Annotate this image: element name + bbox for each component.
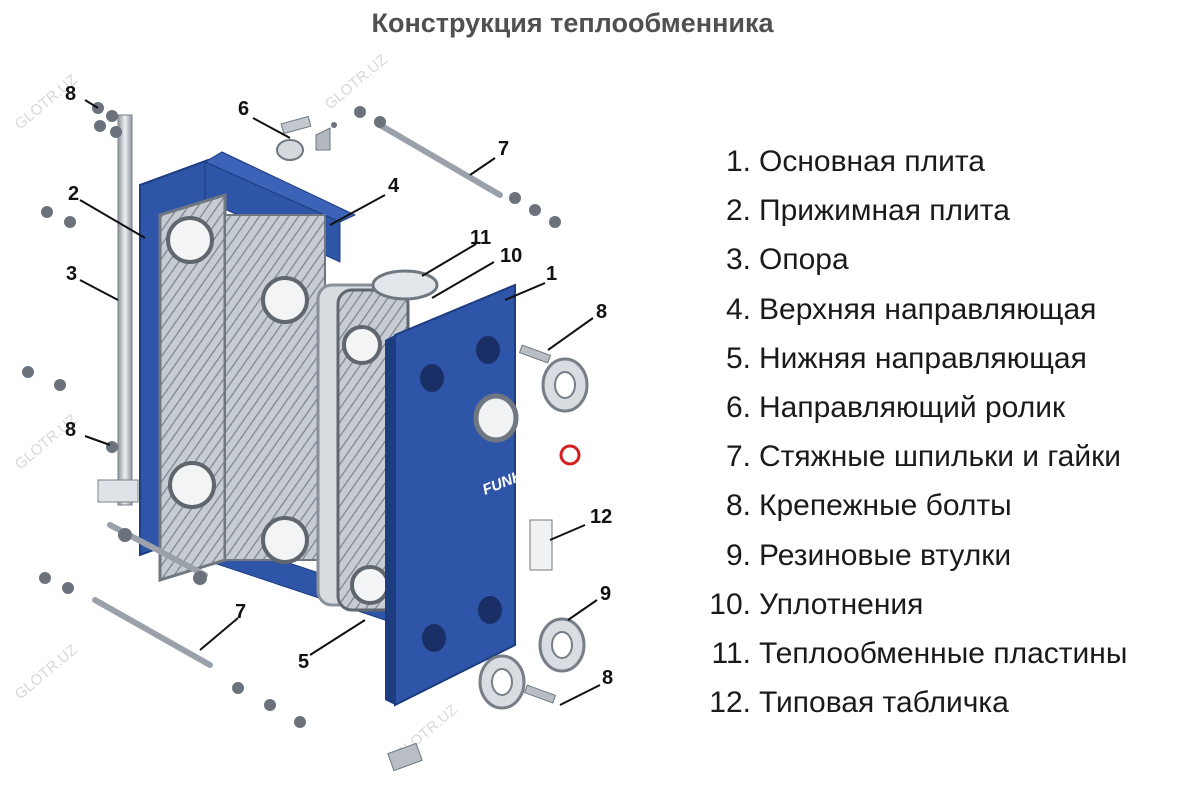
watermark-text: GLOTR.UZ	[12, 641, 81, 703]
callout-5: 5	[298, 651, 309, 673]
legend-item: 7.Стяжные шпильки и гайки	[695, 435, 1195, 484]
support-column	[97, 114, 139, 506]
callout-4: 4	[388, 175, 400, 197]
leader-lines	[79, 99, 601, 706]
guide-roller	[276, 115, 337, 161]
legend-item: 2.Прижимная плита	[695, 189, 1195, 238]
heat-exchanger-illustration: GLOTR.UZ GLOTR.UZ GLOTR.UZ GLOTR.UZ GLOT…	[12, 51, 613, 772]
legend-item-text: Уплотнения	[759, 587, 924, 621]
legend-item-text: Верхняя направляющая	[759, 292, 1097, 326]
legend-item: 5.Нижняя направляющая	[695, 337, 1195, 386]
legend-item-number: 4.	[725, 292, 751, 326]
callout-3: 3	[66, 263, 77, 285]
callout-7-bottom: 7	[235, 601, 246, 623]
callout-1: 1	[546, 263, 557, 285]
legend-item: 1.Основная плита	[695, 140, 1195, 189]
diagram-title: Конструкция теплообменника	[371, 8, 774, 38]
legend-item-text: Резиновые втулки	[759, 538, 1012, 572]
callout-11: 11	[470, 227, 491, 249]
callout-10: 10	[500, 245, 522, 267]
legend-item-number: 10.	[709, 587, 751, 621]
legend-item-text: Направляющий ролик	[759, 390, 1066, 424]
callout-2: 2	[68, 183, 79, 205]
nuts	[22, 106, 561, 728]
legend-item-number: 1.	[725, 145, 751, 178]
legend-item-number: 6.	[725, 390, 751, 424]
callout-8-right: 8	[596, 301, 607, 323]
callout-7-top: 7	[498, 138, 509, 160]
plate-pack-rear	[158, 192, 326, 583]
legend-item: 3.Опора	[695, 238, 1195, 287]
callout-8-bottom-right: 8	[602, 667, 613, 689]
legend-item-text: Нижняя направляющая	[759, 341, 1087, 375]
legend-item-number: 11.	[711, 636, 751, 670]
callout-8-top-left: 8	[65, 83, 76, 105]
brand-logo-icon	[559, 444, 581, 466]
frame-plate: FUNKE	[385, 283, 581, 707]
legend-item-number: 3.	[725, 243, 751, 277]
legend-item: 12.Типовая табличка	[695, 681, 1195, 730]
callout-9: 9	[600, 583, 611, 605]
legend-item: 10.Уплотнения	[695, 583, 1195, 632]
legend-item-text: Стяжные шпильки и гайки	[759, 440, 1121, 474]
legend-item-text: Основная плита	[759, 145, 985, 178]
rubber-bushings	[387, 344, 589, 772]
legend-item: 8.Крепежные болты	[695, 484, 1195, 533]
legend-item: 4.Верхняя направляющая	[695, 288, 1195, 337]
callout-8-left: 8	[65, 419, 76, 441]
legend-item-text: Типовая табличка	[759, 686, 1009, 720]
watermark-text: GLOTR.UZ	[322, 51, 391, 113]
legend-item-text: Прижимная плита	[759, 194, 1010, 228]
legend-item-number: 12.	[709, 686, 751, 720]
callout-6: 6	[238, 98, 249, 120]
legend-item: 6.Направляющий ролик	[695, 386, 1195, 435]
callout-labels: 2 3 4 5 6 7 7 8 8 8 8 9 10 11 1 12	[65, 83, 613, 689]
callout-12: 12	[590, 506, 612, 528]
legend-item-text: Опора	[759, 243, 849, 277]
legend-item-number: 2.	[725, 194, 751, 228]
legend-item: 9.Резиновые втулки	[695, 534, 1195, 583]
legend-item-text: Теплообменные пластины	[759, 636, 1128, 670]
legend-item-number: 5.	[725, 341, 751, 375]
legend-item: 11.Теплообменные пластины	[695, 632, 1195, 681]
legend-item-number: 7.	[725, 440, 751, 474]
legend-item-number: 8.	[725, 489, 751, 523]
parts-legend: 1.Основная плита 2.Прижимная плита 3.Опо…	[695, 140, 1195, 730]
legend-item-number: 9.	[725, 538, 751, 572]
legend-item-text: Крепежные болты	[759, 489, 1012, 523]
